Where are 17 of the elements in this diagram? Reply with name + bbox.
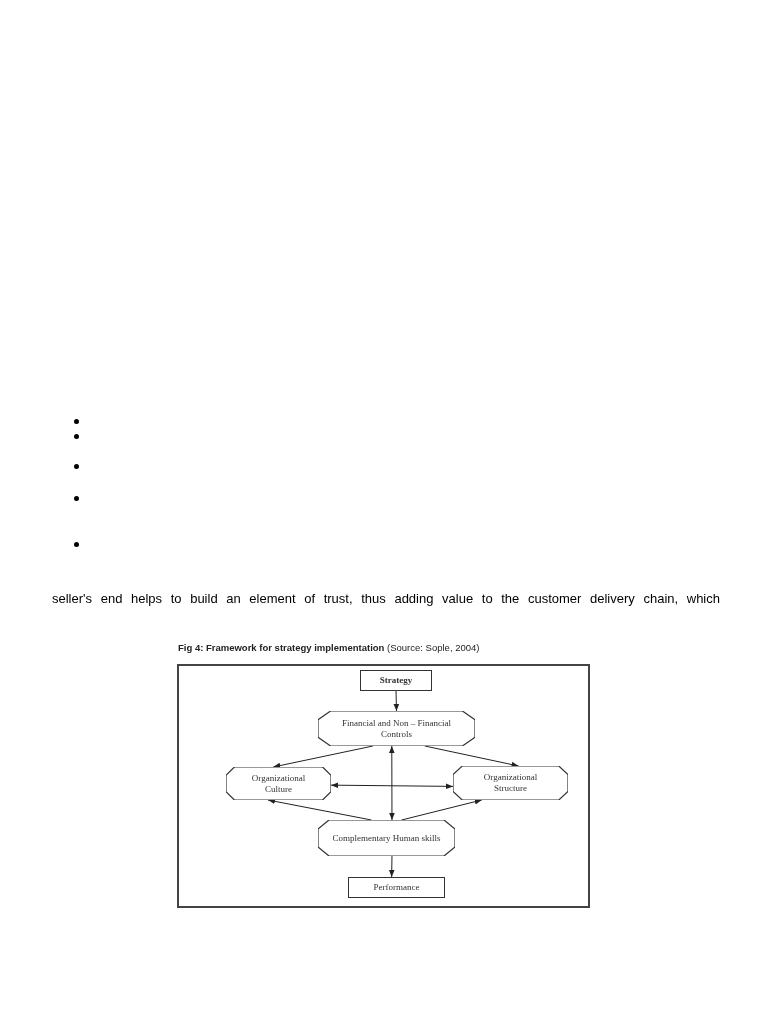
arrow xyxy=(389,745,395,821)
octagon-node xyxy=(453,766,568,800)
body-text: seller's end helps to build an element of trust, thus adding value to the customer delivery chain, which xyxy=(52,591,720,607)
process-box xyxy=(360,670,432,691)
node-label: Financial and Non – Financial Controls xyxy=(341,717,452,740)
node-label: Complementary Human skills xyxy=(331,832,442,844)
octagon-node xyxy=(318,711,475,746)
node-label: Organizational Culture xyxy=(250,772,307,795)
octagon-node xyxy=(226,767,331,800)
node-label: Strategy xyxy=(378,675,414,686)
node-label: Organizational Structure xyxy=(482,772,539,794)
process-box xyxy=(348,877,445,898)
octagon-node xyxy=(318,820,455,856)
arrow xyxy=(393,690,400,712)
node-label: Performance xyxy=(372,882,421,893)
arrow xyxy=(388,855,395,878)
figure-caption: Fig 4: Framework for strategy implementation (Source: Sople, 2004) xyxy=(178,642,480,654)
